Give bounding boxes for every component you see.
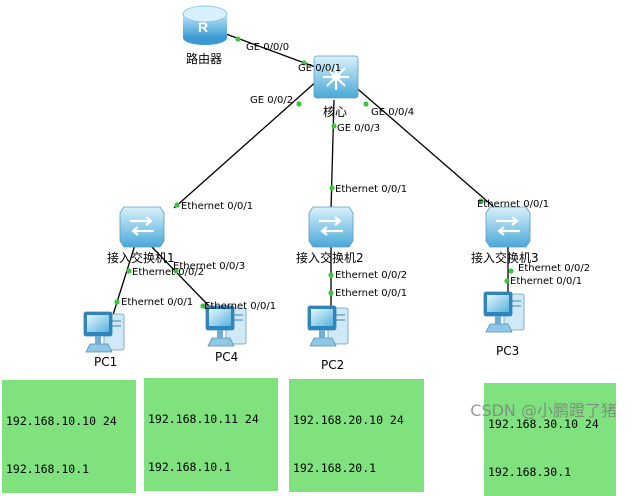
pc1-gateway: 192.168.10.1 <box>6 462 90 476</box>
port-sw2-eth2: Ethernet 0/0/2 <box>335 270 407 281</box>
access-switch-2-icon[interactable] <box>307 205 355 249</box>
pc3-icon[interactable] <box>483 291 525 333</box>
port-sw3-eth1: Ethernet 0/0/1 <box>477 199 549 210</box>
pc4-ip: 192.168.10.11 24 <box>148 412 259 426</box>
core-switch-icon[interactable] <box>313 55 359 99</box>
port-core-ge004: GE 0/0/4 <box>371 107 414 118</box>
port-sw1-eth2: Ethernet 0/0/2 <box>132 267 204 278</box>
sw3-label: 接入交换机3 <box>471 250 539 265</box>
router-label: 路由器 <box>186 51 222 66</box>
watermark: CSDN @小鹏蹬了猪 <box>470 401 617 420</box>
pc3-gateway: 192.168.30.1 <box>488 465 572 479</box>
sw1-label: 接入交换机1 <box>107 250 175 265</box>
pc4-gateway: 192.168.10.1 <box>148 460 232 474</box>
link-core-sw3 <box>351 83 496 209</box>
port-sw3-eth2: Ethernet 0/0/2 <box>518 263 590 274</box>
link-core-sw2 <box>330 99 335 211</box>
port-sw2-eth1: Ethernet 0/0/1 <box>335 184 407 195</box>
access-switch-3-icon[interactable] <box>484 205 532 249</box>
pc4-label: PC4 <box>215 350 238 364</box>
port-dots <box>114 36 514 309</box>
pc2-ip-box: 192.168.20.10 24 192.168.20.1 <box>289 379 424 492</box>
pc4-ip-box: 192.168.10.11 24 192.168.10.1 <box>144 378 278 491</box>
port-core-ge001: GE 0/0/1 <box>298 63 341 74</box>
access-switch-1-icon[interactable] <box>118 205 166 249</box>
pc1-label: PC1 <box>94 355 117 369</box>
pc2-icon[interactable] <box>307 305 349 347</box>
pc1-icon[interactable] <box>83 311 125 353</box>
port-sw1-eth1: Ethernet 0/0/1 <box>181 201 253 212</box>
port-pc3-eth1: Ethernet 0/0/1 <box>510 276 582 287</box>
port-pc4-eth1: Ethernet 0/0/1 <box>204 301 276 312</box>
router-icon[interactable]: R <box>182 5 228 45</box>
port-core-ge002: GE 0/0/2 <box>250 95 293 106</box>
link-sw1-pc4 <box>149 244 209 306</box>
pc1-ip: 192.168.10.10 24 <box>6 414 117 428</box>
pc1-ip-box: 192.168.10.10 24 192.168.10.1 <box>2 380 136 493</box>
pc2-gateway: 192.168.20.1 <box>293 461 377 475</box>
pc3-label: PC3 <box>496 344 519 358</box>
svg-text:R: R <box>198 19 208 35</box>
port-core-ge003: GE 0/0/3 <box>337 123 380 134</box>
port-router-ge000: GE 0/0/0 <box>246 42 289 53</box>
port-sw1-eth3: Ethernet 0/0/3 <box>173 261 245 272</box>
pc2-label: PC2 <box>321 358 344 372</box>
port-pc1-eth1: Ethernet 0/0/1 <box>121 297 193 308</box>
port-pc2-eth1: Ethernet 0/0/1 <box>335 288 407 299</box>
pc4-icon[interactable] <box>205 305 247 347</box>
network-topology: R 路由器 核心 接入交换机1 接入交换机2 接入交换机3 PC1 PC4 PC… <box>83 5 590 372</box>
sw2-label: 接入交换机2 <box>296 250 364 265</box>
pc2-ip: 192.168.20.10 24 <box>293 413 404 427</box>
core-label: 核心 <box>323 105 347 119</box>
link-sw1-pc1 <box>111 244 136 319</box>
link-core-sw1 <box>173 79 319 209</box>
